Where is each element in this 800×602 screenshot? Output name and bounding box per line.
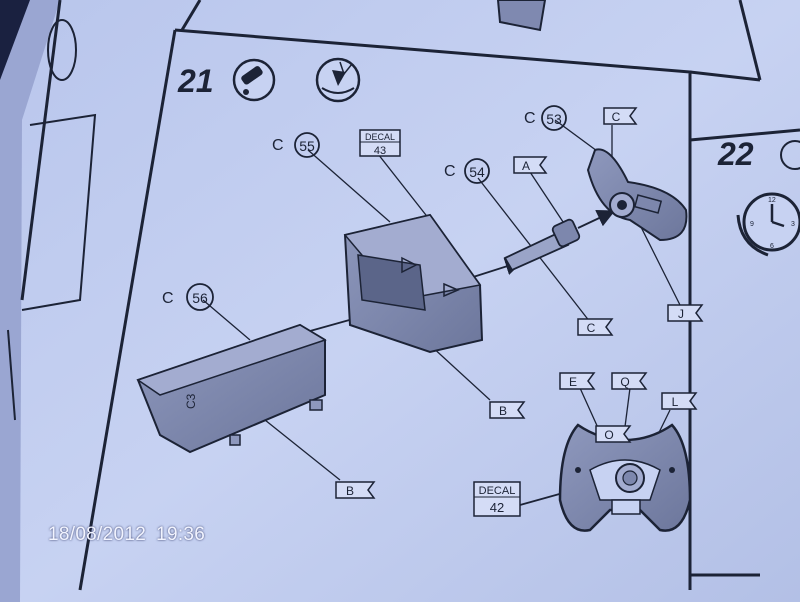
step-number-22: 22	[717, 136, 754, 172]
flag-a: A	[513, 156, 548, 174]
svg-text:C: C	[524, 110, 536, 127]
part-mark: C3	[184, 393, 198, 409]
part-c55-display	[343, 213, 484, 354]
step-22-header: 22 12 3 6 9	[717, 136, 800, 257]
timestamp-date: 18/08/2012	[48, 524, 147, 545]
svg-text:12: 12	[768, 197, 776, 204]
flag-b-right: B	[489, 401, 526, 419]
decal-43-box: DECAL 43	[359, 129, 401, 157]
svg-text:O: O	[604, 428, 613, 442]
svg-text:E: E	[569, 375, 577, 389]
svg-text:L: L	[672, 395, 679, 409]
flag-c-top: C	[603, 107, 638, 125]
callout-c56: C 56	[162, 283, 214, 311]
step-21-header: 21	[177, 57, 361, 103]
svg-text:42: 42	[490, 500, 504, 515]
left-page-fragment	[7, 19, 97, 421]
top-part-fragment	[496, 0, 547, 32]
svg-text:53: 53	[546, 111, 562, 127]
svg-text:Q: Q	[620, 375, 629, 389]
svg-text:C: C	[162, 290, 174, 307]
flag-e: E	[559, 372, 596, 390]
svg-text:C: C	[612, 110, 621, 124]
timestamp-time: 19:36	[156, 524, 206, 545]
flag-j: J	[667, 304, 704, 322]
svg-text:J: J	[678, 307, 684, 321]
svg-text:A: A	[522, 159, 530, 173]
svg-text:9: 9	[750, 221, 754, 228]
svg-text:43: 43	[374, 145, 386, 157]
svg-text:C: C	[272, 137, 284, 154]
flag-q: Q	[611, 372, 648, 390]
flag-c-mid: C	[577, 318, 614, 336]
svg-text:C: C	[444, 163, 456, 180]
drying-clock-icon: 12 3 6 9	[736, 192, 800, 257]
flag-b-left: B	[335, 481, 376, 499]
flag-o: O	[595, 425, 632, 443]
svg-text:DECAL: DECAL	[365, 132, 395, 142]
svg-text:B: B	[346, 484, 354, 498]
step-number: 21	[177, 63, 214, 99]
svg-text:B: B	[499, 404, 507, 418]
panel-borders	[20, 0, 800, 591]
svg-text:6: 6	[770, 243, 774, 250]
callout-c54: C 54	[444, 158, 490, 184]
photo-timestamp: 18/08/2012 19:36	[48, 524, 215, 546]
part-c54-shaft	[503, 218, 581, 272]
part-c56-housing: C3	[136, 323, 327, 454]
svg-text:56: 56	[192, 290, 208, 306]
svg-text:3: 3	[791, 221, 795, 228]
glue-tube-icon	[232, 58, 276, 102]
callout-c55: C 55	[272, 132, 320, 158]
steering-wheel-assembled	[558, 423, 692, 532]
flag-l: L	[661, 392, 698, 410]
svg-text:54: 54	[469, 164, 485, 180]
decal-42-box: DECAL 42	[473, 481, 521, 517]
svg-text:C: C	[587, 321, 596, 335]
decal-water-icon	[315, 57, 361, 103]
svg-text:55: 55	[299, 138, 315, 154]
part-c53-steering-wheel	[586, 148, 688, 242]
callout-c53: C 53	[524, 105, 567, 131]
svg-text:DECAL: DECAL	[479, 485, 516, 497]
